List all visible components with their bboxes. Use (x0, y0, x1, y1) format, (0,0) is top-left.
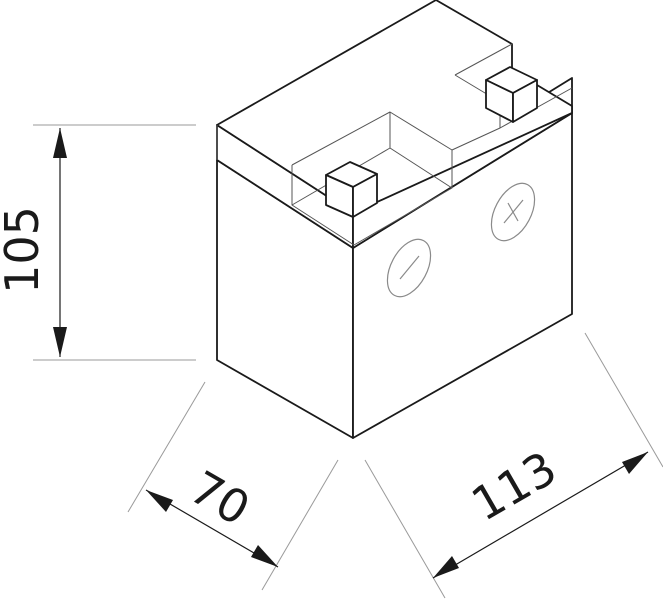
height-arrow-top (53, 128, 67, 158)
width-dimension: 70 (127, 381, 339, 591)
height-arrow-bottom (53, 327, 67, 357)
plus-symbol (490, 182, 536, 242)
length-arrow-left (433, 556, 459, 578)
height-label: 105 (0, 206, 49, 294)
width-arrow-left (146, 490, 173, 512)
battery-body (216, 0, 573, 439)
negative-terminal (325, 161, 378, 218)
height-dimension: 105 (0, 124, 196, 361)
lid-top (216, 0, 573, 214)
width-arrow-right (251, 545, 278, 567)
lid-recesses (216, 43, 573, 246)
rear-step-outline (454, 43, 513, 76)
length-label: 113 (462, 441, 565, 532)
length-arrow-right (622, 452, 648, 474)
positive-terminal (485, 66, 538, 123)
minus-symbol (386, 238, 432, 298)
width-label: 70 (181, 460, 259, 536)
